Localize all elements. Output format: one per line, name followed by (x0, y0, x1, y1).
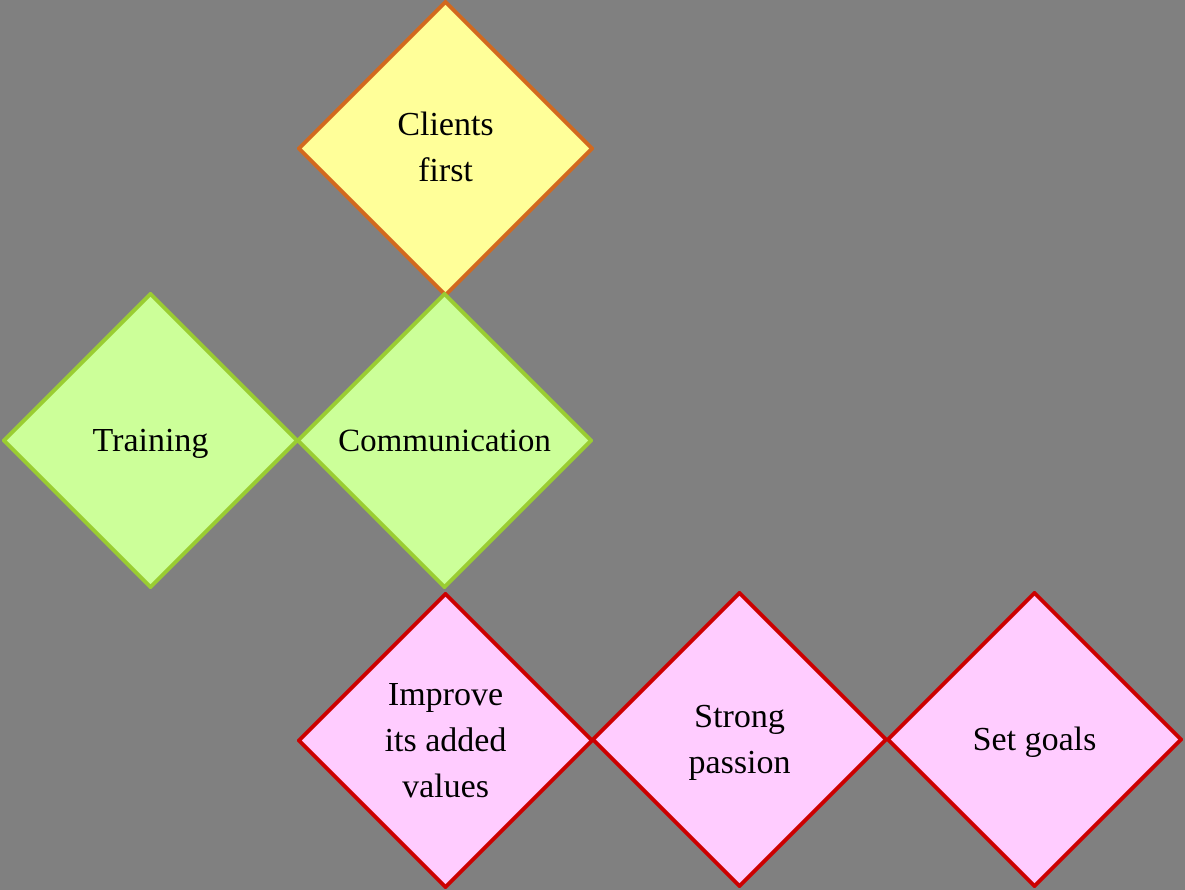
diamond-shape-strong-passion (591, 591, 888, 888)
diamond-polygon (591, 591, 888, 888)
diamond-node-strong-passion[interactable]: Strong passion (591, 591, 888, 888)
diamond-polygon (296, 292, 593, 589)
diamond-node-communication[interactable]: Communication (296, 292, 593, 589)
diamond-node-set-goals[interactable]: Set goals (886, 591, 1183, 888)
diamond-shape-set-goals (886, 591, 1183, 888)
diamond-node-improve-its-added-values[interactable]: Improve its added values (297, 592, 594, 889)
diamond-shape-improve-its-added-values (297, 592, 594, 889)
diamond-polygon (2, 292, 299, 589)
diamond-shape-clients-first (297, 0, 594, 297)
diamond-polygon (886, 591, 1183, 888)
diamond-polygon (297, 592, 594, 889)
diamond-node-training[interactable]: Training (2, 292, 299, 589)
diamond-shape-communication (296, 292, 593, 589)
diamond-shape-training (2, 292, 299, 589)
diamond-polygon (297, 0, 594, 297)
diamond-node-clients-first[interactable]: Clients first (297, 0, 594, 297)
